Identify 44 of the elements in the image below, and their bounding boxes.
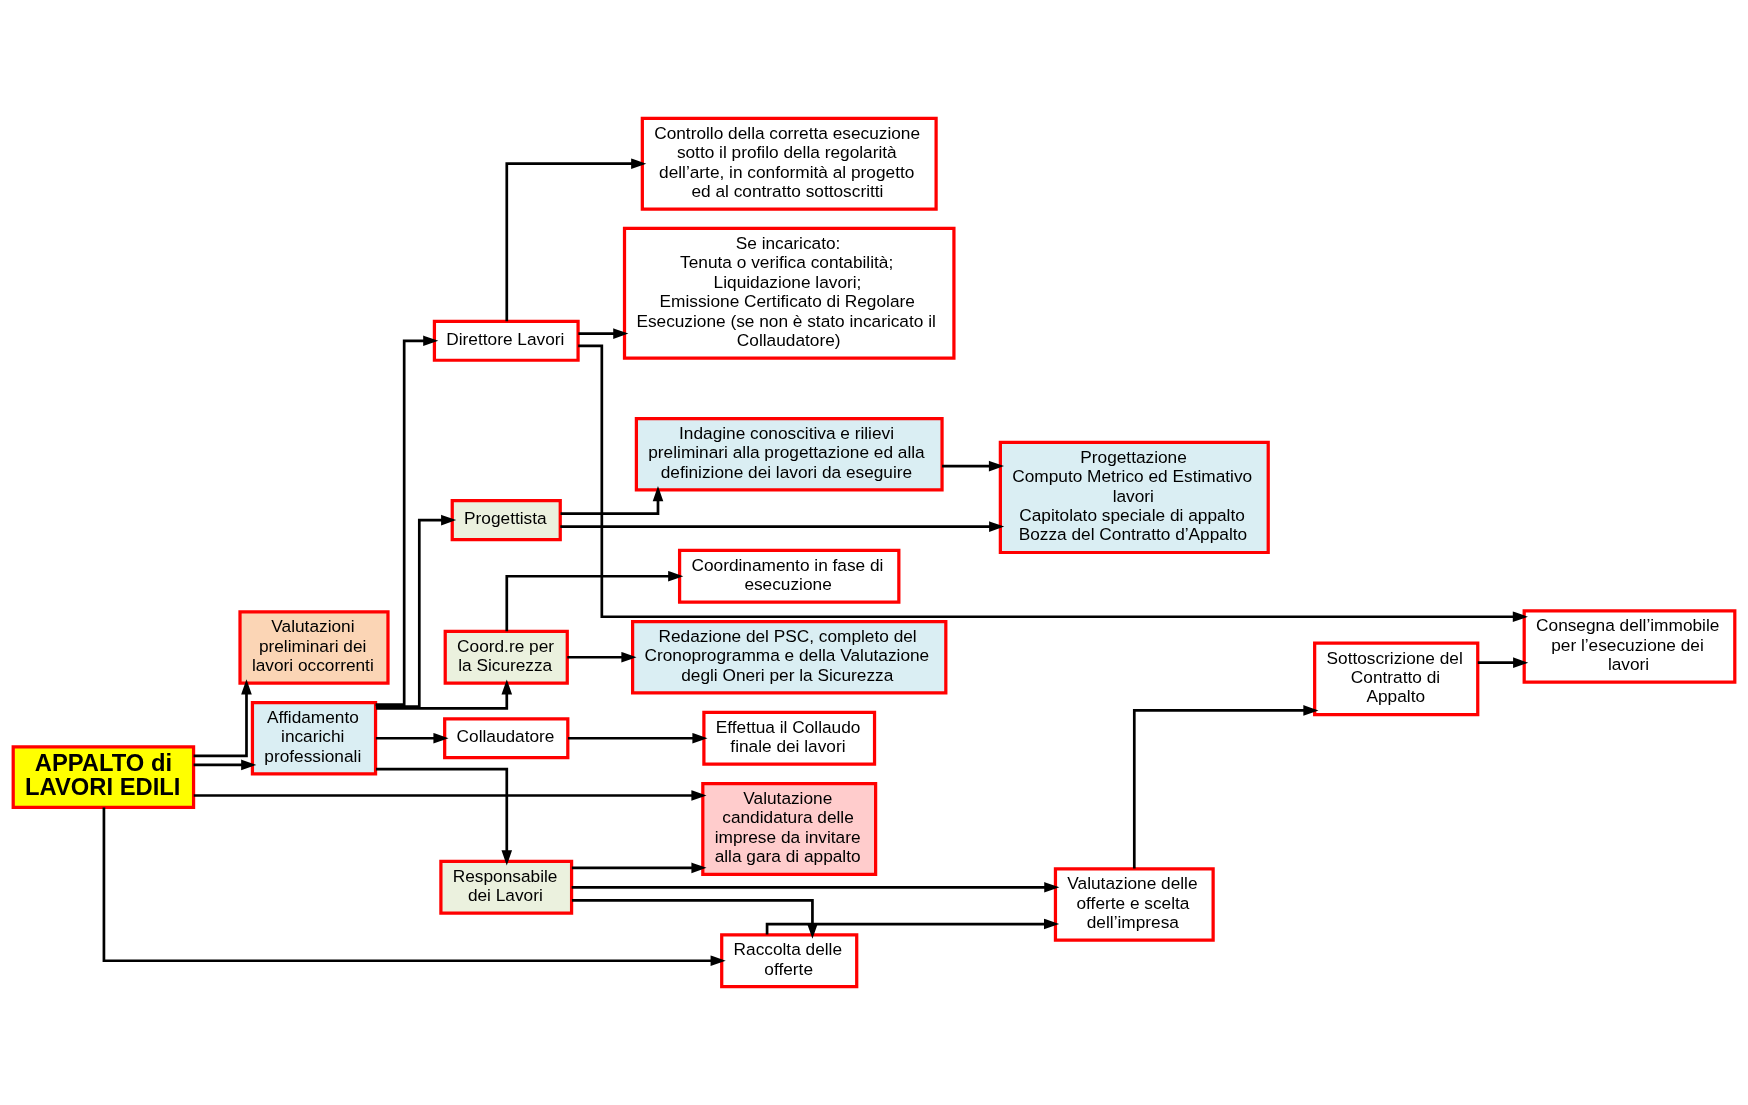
arrow xyxy=(505,570,684,632)
arrow xyxy=(560,486,664,515)
arrow xyxy=(1132,705,1319,869)
node-box: Redazione del PSC, completo del Cronoprogramma e della Valutazione degli Oneri per la Sicurezza xyxy=(631,620,948,695)
node-box: Coord.re per la Sicurezza xyxy=(443,629,569,685)
node-box: Coordinamento in fase di esecuzione xyxy=(677,548,901,604)
arrow xyxy=(568,732,708,744)
node-box: Valutazione candidatura delle imprese da invitare alla gara di appalto xyxy=(701,782,878,876)
arrow xyxy=(375,732,449,744)
arrow xyxy=(193,759,257,771)
arrow xyxy=(560,521,1005,532)
arrow xyxy=(505,158,647,322)
arrow xyxy=(571,898,818,939)
node-box: Direttore Lavori xyxy=(432,319,580,362)
node-box: Raccolta delle offerte xyxy=(720,933,859,989)
node-box: Affidamento incarichi professionali xyxy=(250,701,378,776)
node-box: Responsabile dei Lavori xyxy=(439,859,574,915)
arrow xyxy=(193,790,707,801)
node-box: APPALTO di LAVORI EDILI xyxy=(11,745,196,809)
node-box: Indagine conoscitiva e rilievi preliminari alla progettazione ed alla definizione dei lavori da eseguire xyxy=(634,416,944,492)
arrow xyxy=(765,918,1060,935)
arrow xyxy=(376,679,513,710)
arrow xyxy=(942,460,1005,472)
node-box: Sottoscrizione del Contratto di Appalto xyxy=(1313,641,1480,717)
node-box: Consegna dell’immobile per l’esecuzione dei lavori xyxy=(1522,609,1737,684)
arrow xyxy=(571,882,1060,893)
node-box: Se incaricato: Tenuta o verifica contabilità; Liquidazione lavori; Emissione Certificato di Regolare Esecuzione (se non è stato incaricato il Collaudatore) xyxy=(622,226,956,360)
node-box: Progettista xyxy=(450,499,562,542)
node-box: Collaudatore xyxy=(443,717,570,760)
arrow xyxy=(571,862,707,874)
arrow xyxy=(375,335,439,706)
arrow xyxy=(567,651,637,663)
node-box: Valutazione delle offerte e scelta dell’impresa xyxy=(1053,867,1215,942)
arrow xyxy=(375,514,457,708)
arrow xyxy=(578,344,1528,623)
node-box: Valutazioni preliminari dei lavori occorrenti xyxy=(238,610,390,685)
arrow xyxy=(376,767,513,866)
node-box: Progettazione Computo Metrico ed Estimativo lavori Capitolato speciale di appalto Bozza del Contratto d’Appalto xyxy=(998,440,1270,555)
arrow xyxy=(193,679,252,758)
arrow xyxy=(1477,657,1529,668)
arrow xyxy=(578,328,629,339)
node-box: Controllo della corretta esecuzione sotto il profilo della regolarità dell’arte, in conformità al progetto ed al contratto sottoscritti xyxy=(640,116,938,211)
node-box: Effettua il Collaudo finale dei lavori xyxy=(702,710,877,766)
arrow xyxy=(102,807,726,967)
